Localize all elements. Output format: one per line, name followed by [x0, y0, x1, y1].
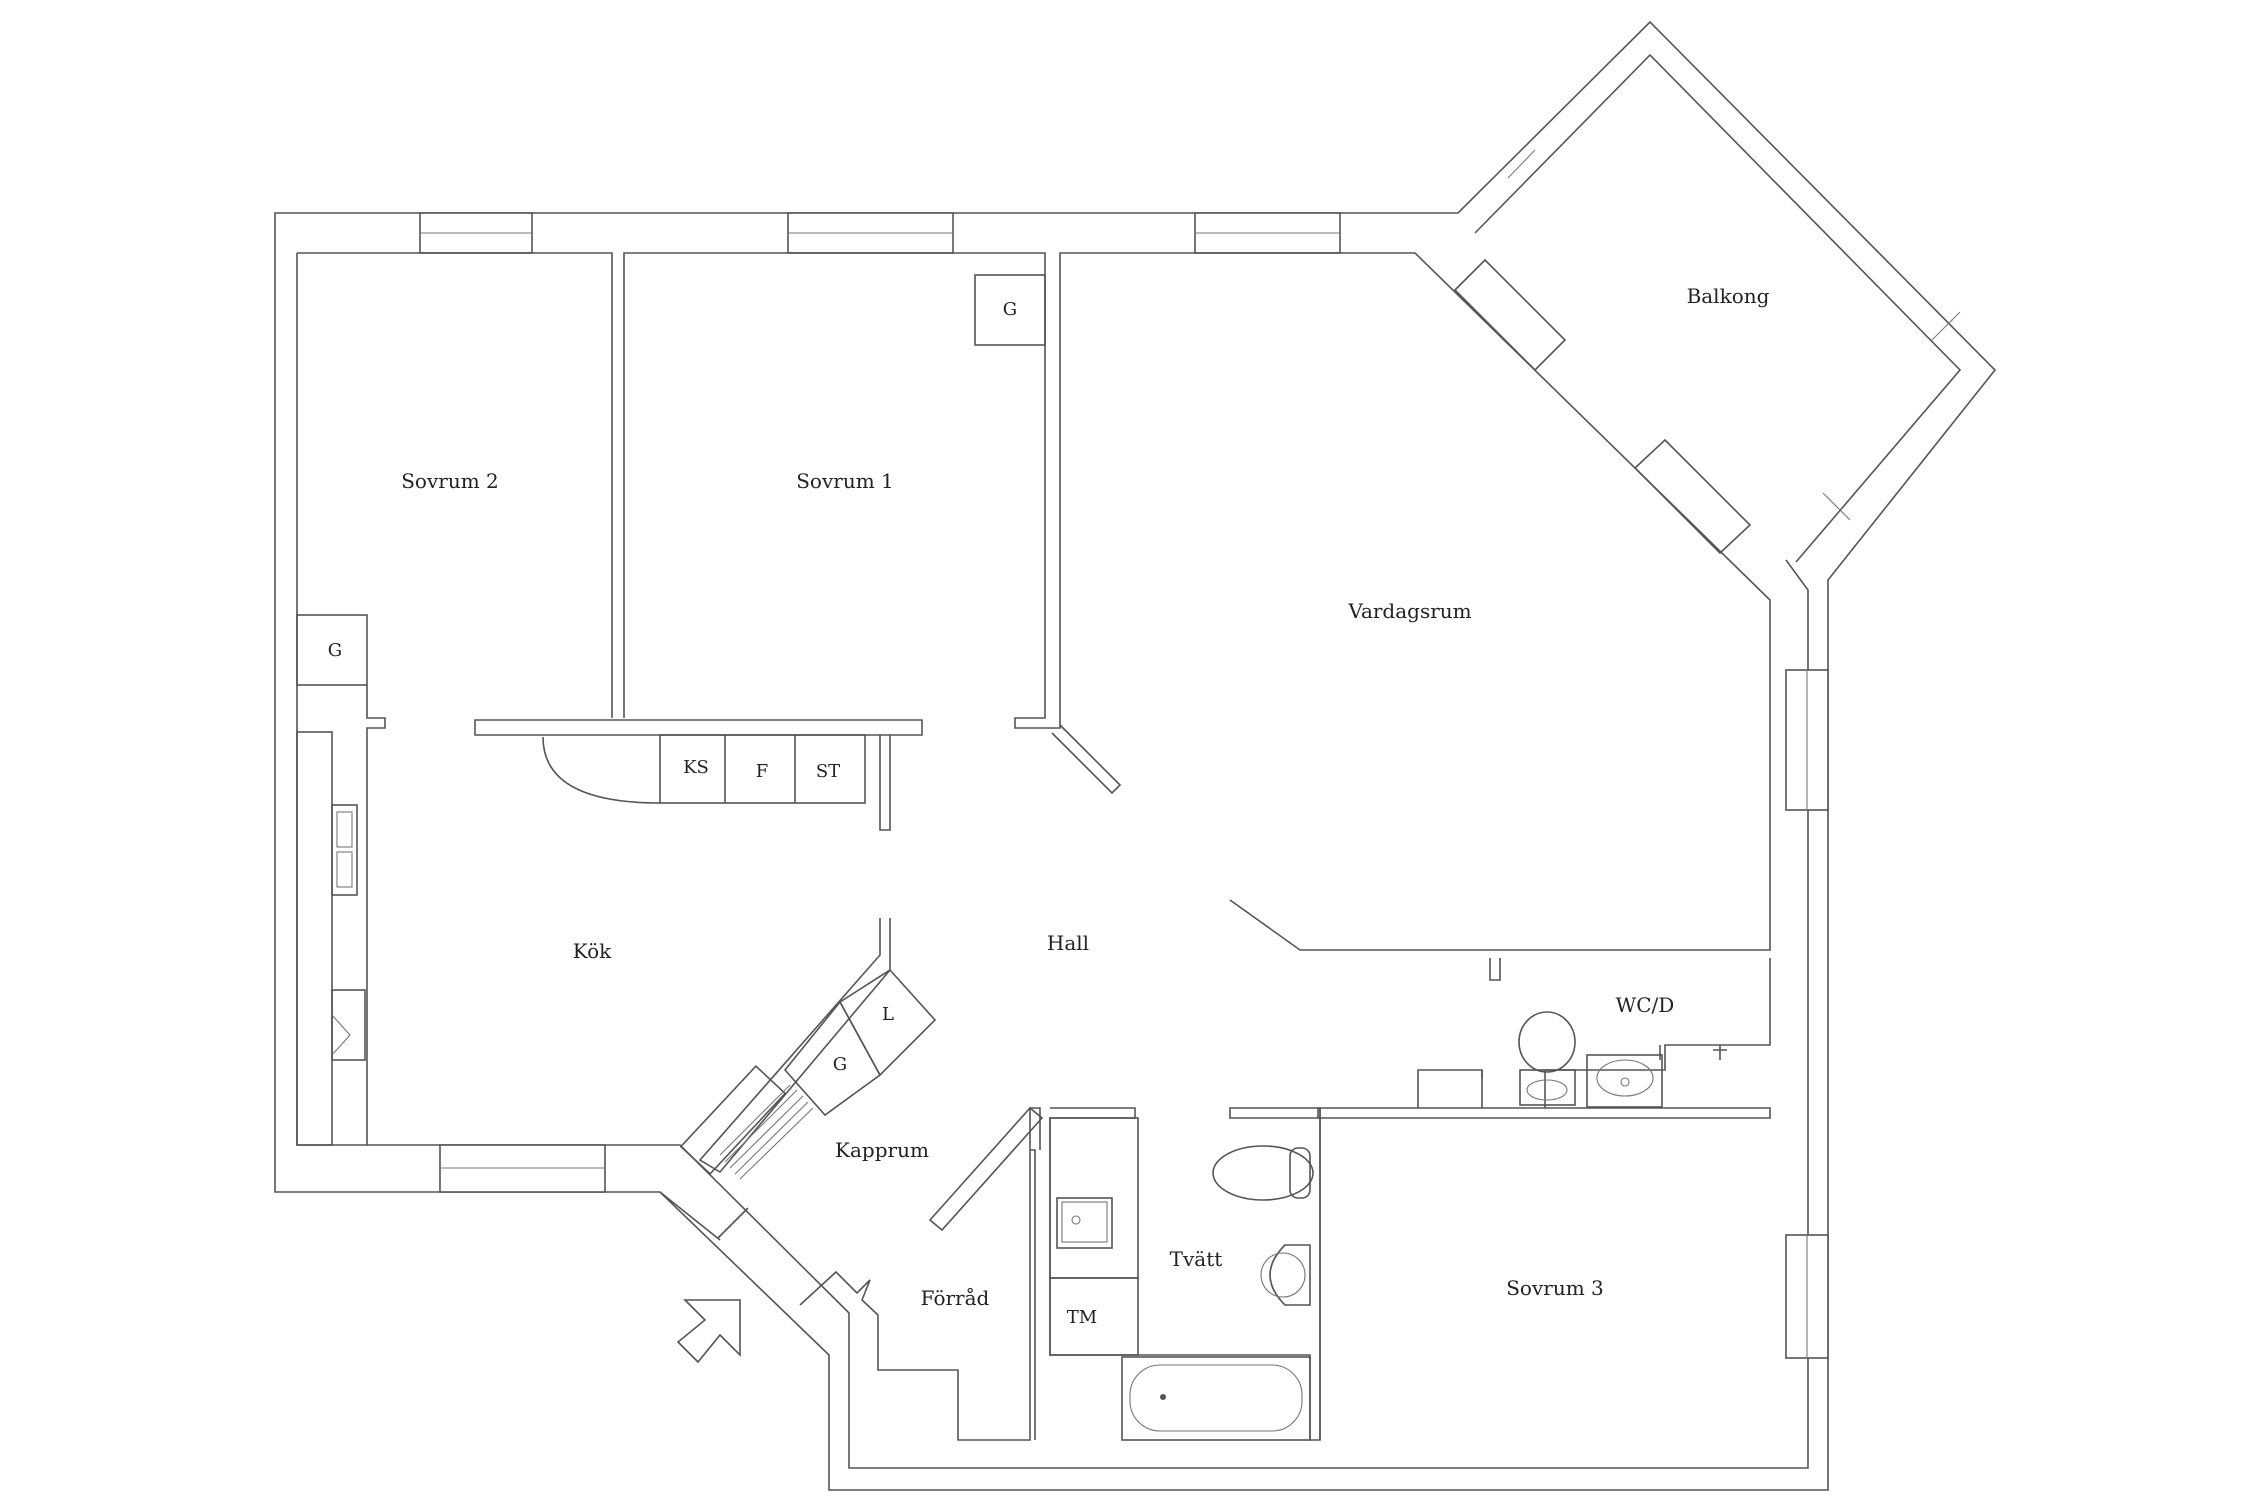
- label-closet-g-sovrum1: G: [1003, 299, 1017, 320]
- label-closet-g-sovrum2: G: [328, 640, 342, 661]
- balcony-doors: [1453, 258, 1752, 555]
- entrance-arrow-icon: [676, 1299, 741, 1364]
- room-labels: Sovrum 2 Sovrum 1 Balkong Vardagsrum Kök…: [401, 284, 1769, 1310]
- label-hall: Hall: [1047, 931, 1089, 955]
- label-kok: Kök: [573, 939, 612, 963]
- label-sovrum3: Sovrum 3: [1506, 1276, 1604, 1300]
- label-balkong: Balkong: [1687, 284, 1770, 308]
- label-l: L: [882, 1004, 894, 1025]
- label-tvatt: Tvätt: [1170, 1247, 1223, 1271]
- label-tm: TM: [1067, 1307, 1097, 1328]
- label-forrad: Förråd: [921, 1286, 990, 1310]
- label-ks: KS: [683, 757, 709, 778]
- label-wcd: WC/D: [1616, 993, 1675, 1017]
- label-f: F: [756, 761, 769, 782]
- windows: [419, 149, 1961, 1359]
- label-sovrum2: Sovrum 2: [401, 469, 499, 493]
- fixture-labels: G G KS F ST L G TM: [328, 299, 1097, 1328]
- label-closet-g-kapprum: G: [833, 1054, 847, 1075]
- interior-walls: [296, 252, 1771, 1441]
- outer-walls: [274, 20, 1997, 1491]
- label-sovrum1: Sovrum 1: [796, 469, 894, 493]
- label-kapprum: Kapprum: [835, 1138, 929, 1162]
- label-st: ST: [816, 761, 840, 782]
- label-vardagsrum: Vardagsrum: [1347, 599, 1471, 623]
